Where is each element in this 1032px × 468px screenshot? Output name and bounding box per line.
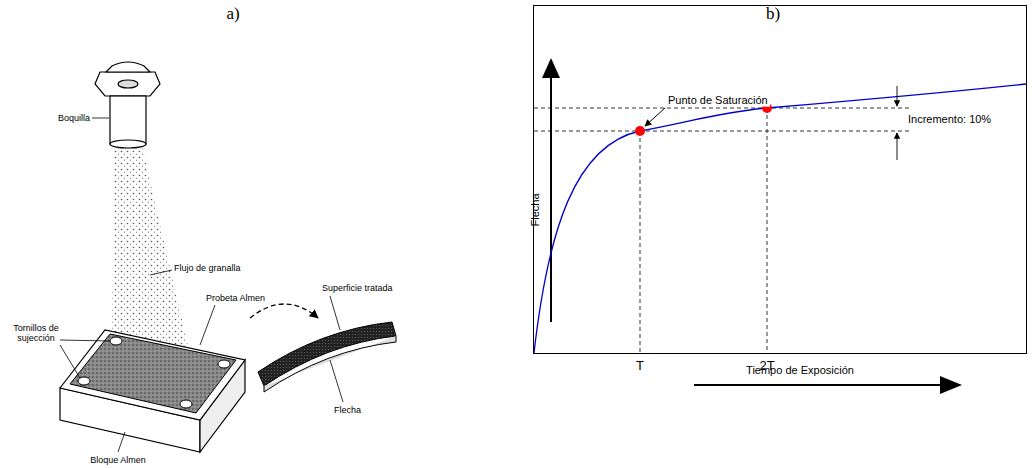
transfer-arrow [250,304,318,318]
guide-lines [534,108,910,353]
tick-label: T [636,359,644,374]
part-label: Superficie tratada [322,283,393,293]
part-label: Probeta Almen [206,293,265,303]
increment-arrows [897,86,898,160]
chart-frame [534,6,1027,354]
axis-title: Tiempo de Exposición [746,364,854,377]
x-axis-arrow [694,384,945,386]
shot-stream [112,146,190,355]
nozzle [95,62,160,148]
annotation: Punto de Saturación [666,94,770,107]
y-axis-arrow [550,72,552,322]
part-label: Flujo de granalla [174,263,241,273]
annotation: Incremento: 10% [906,113,993,126]
leader-lines [60,118,343,452]
part-label: Boquilla [58,113,90,123]
clamping-screws [78,337,230,408]
saturation-curve [534,84,1026,353]
axis-title: Flecha [529,193,542,226]
bent-strip [258,322,396,386]
y-arrowhead [542,58,560,78]
part-label: Flecha [334,405,361,415]
part-label: Bloque Almen [90,455,146,465]
x-arrowhead [940,376,962,394]
panel-letter: a) [226,4,239,24]
panel-letter: b) [766,4,780,24]
saturation-pointer [645,108,665,126]
saturation-point [635,126,645,136]
almen-block [60,330,245,452]
part-label: Tornillos de sujección [7,323,65,344]
bent-strip-edge [264,336,396,392]
almen-strip [70,334,236,413]
